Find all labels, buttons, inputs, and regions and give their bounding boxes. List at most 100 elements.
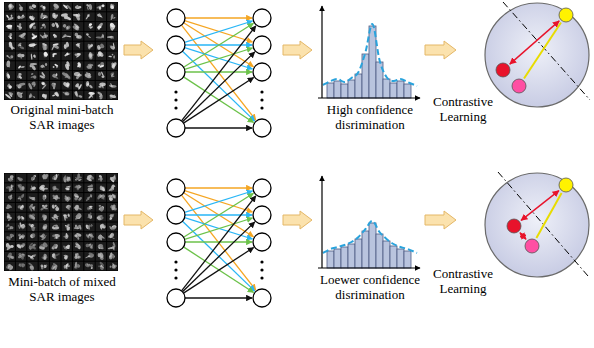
sar-target xyxy=(17,42,22,47)
sar-target xyxy=(67,207,70,210)
sar-tile xyxy=(27,32,37,41)
sar-tile xyxy=(5,262,15,271)
sar-target xyxy=(66,4,72,10)
sar-tile xyxy=(39,183,49,192)
sar-target xyxy=(6,246,12,251)
sar-tile xyxy=(27,91,37,100)
sar-tile xyxy=(84,213,94,222)
sar-tile xyxy=(62,213,72,222)
sar-target xyxy=(111,205,113,208)
sar-target xyxy=(6,245,10,248)
sar-target xyxy=(87,263,89,266)
sar-tile xyxy=(39,262,49,271)
sar-tile xyxy=(39,32,49,41)
sar-target xyxy=(99,194,103,197)
sar-tile xyxy=(39,252,49,261)
sar-target xyxy=(107,36,114,38)
sar-tile xyxy=(5,32,15,41)
neuron xyxy=(253,179,271,197)
sar-target xyxy=(31,175,36,180)
sar-tile xyxy=(50,174,60,183)
sar-tile xyxy=(16,242,26,251)
sar-target xyxy=(18,235,21,238)
sar-target xyxy=(89,52,92,58)
sar-tile xyxy=(62,61,72,70)
weight-line xyxy=(182,26,256,121)
sar-target xyxy=(6,205,9,208)
sar-tile xyxy=(84,183,94,192)
weight-line xyxy=(185,191,253,212)
sar-target xyxy=(78,13,81,17)
sar-target xyxy=(86,33,89,36)
density-curve xyxy=(323,24,417,86)
sar-tile xyxy=(73,193,83,202)
sar-tile xyxy=(16,252,26,261)
sar-target xyxy=(43,264,46,268)
histogram-bar xyxy=(404,84,411,98)
sar-tile xyxy=(16,203,26,212)
sar-tile xyxy=(16,193,26,202)
sar-target xyxy=(107,247,113,250)
sar-target xyxy=(53,195,58,200)
sar-target xyxy=(54,63,58,67)
sar-target xyxy=(62,81,69,88)
sar-target xyxy=(88,243,92,246)
sar-tile xyxy=(27,71,37,80)
sar-target xyxy=(76,43,80,47)
ellipsis-dot xyxy=(260,276,263,279)
sar-tile xyxy=(62,81,72,90)
sar-tile xyxy=(96,22,106,31)
sar-target xyxy=(18,65,22,69)
sar-tile xyxy=(62,252,72,261)
sar-target xyxy=(53,225,58,227)
sar-tile xyxy=(73,252,83,261)
sar-target xyxy=(45,63,48,66)
sar-tile xyxy=(50,32,60,41)
histogram-bar xyxy=(376,234,383,268)
histogram-bar xyxy=(390,246,397,268)
sar-target xyxy=(52,235,56,237)
sar-tile xyxy=(84,71,94,80)
sar-target xyxy=(100,186,105,192)
sar-target xyxy=(100,206,105,212)
neural-network xyxy=(167,179,271,307)
sar-target xyxy=(19,204,24,209)
sar-target xyxy=(19,46,25,50)
sar-target xyxy=(76,5,79,8)
sar-target xyxy=(33,227,36,229)
sar-tile xyxy=(84,252,94,261)
sar-target xyxy=(88,64,94,67)
sar-target xyxy=(76,53,80,55)
sar-target xyxy=(39,185,46,191)
sar-tile xyxy=(73,71,83,80)
sar-tile xyxy=(84,193,94,202)
sar-target xyxy=(44,56,48,58)
neuron xyxy=(253,119,271,137)
weight-line xyxy=(182,196,256,291)
sar-target xyxy=(76,6,82,10)
sar-target xyxy=(8,264,13,270)
sar-tile xyxy=(5,52,15,61)
sar-target xyxy=(99,205,102,207)
sar-target xyxy=(66,226,71,231)
sar-tile xyxy=(62,71,72,80)
weight-line xyxy=(185,241,252,242)
sar-target xyxy=(78,95,83,98)
density-curve xyxy=(323,221,417,253)
sar-target xyxy=(29,22,36,28)
sar-tile xyxy=(107,193,117,202)
sar-target xyxy=(52,204,55,208)
sar-target xyxy=(40,26,43,29)
positive-pair-line xyxy=(536,193,561,238)
block-arrow xyxy=(283,41,312,59)
weight-line xyxy=(184,23,254,67)
sample-point xyxy=(559,178,573,192)
sar-tile xyxy=(39,174,49,183)
sar-target xyxy=(42,205,44,208)
sar-target xyxy=(56,174,58,178)
weight-line xyxy=(183,222,255,292)
sar-target xyxy=(44,264,48,268)
sar-target xyxy=(98,86,101,88)
sar-target xyxy=(85,13,90,20)
sar-tile xyxy=(96,252,106,261)
